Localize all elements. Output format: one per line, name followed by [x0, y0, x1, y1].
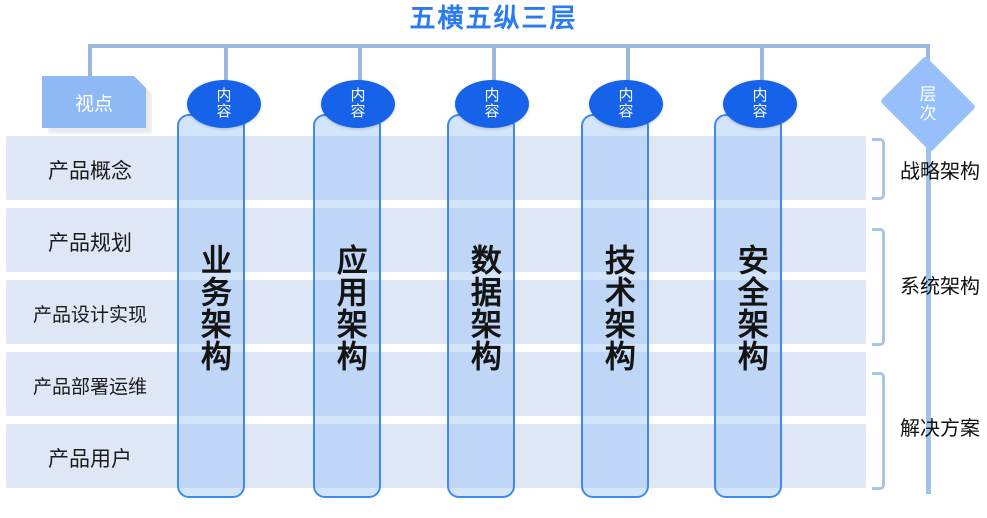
row-label-4: 产品部署运维: [32, 377, 147, 398]
row-label-2: 产品规划: [48, 232, 132, 255]
pillar-column-4[interactable]: 技术架构: [581, 114, 649, 498]
content-badge-1-line2: 容: [216, 103, 232, 120]
pillar-column-3[interactable]: 数据架构: [447, 114, 515, 498]
content-badge-4-line1: 内: [618, 87, 634, 104]
viewpoint-tag-label: 视点: [74, 93, 113, 115]
pillar-column-2[interactable]: 应用架构: [313, 114, 381, 498]
content-badge-4-line2: 容: [618, 103, 634, 120]
page-title: 五横五纵三层: [409, 3, 578, 33]
layer-axis-line: [926, 74, 931, 494]
row-band-4: [6, 352, 866, 416]
row-label-5: 产品用户: [48, 448, 132, 471]
connector-drop-col-3: [492, 44, 496, 86]
content-badge-3[interactable]: 内 容: [455, 80, 529, 128]
pillar-label-5: 安全架构: [732, 244, 768, 372]
layer-label-2: 系统架构: [900, 276, 980, 298]
row-band-5: [6, 424, 866, 488]
pillar-label-2: 应用架构: [331, 244, 367, 372]
content-badge-2-line1: 内: [350, 87, 366, 104]
row-label-3: 产品设计实现: [32, 305, 147, 326]
content-badge-2[interactable]: 内 容: [321, 80, 395, 128]
pillar-label-3: 数据架构: [465, 244, 501, 372]
connector-horizontal-bar: [88, 44, 930, 48]
content-badge-4[interactable]: 内 容: [589, 80, 663, 128]
content-badge-3-line2: 容: [484, 103, 500, 120]
row-band-2: [6, 208, 866, 272]
content-badge-5-line1: 内: [752, 87, 768, 104]
row-label-1: 产品概念: [48, 160, 132, 183]
layer-diamond-label-line1: 层: [919, 85, 937, 104]
layer-bracket-2: [872, 228, 885, 346]
content-badge-1[interactable]: 内 容: [187, 80, 261, 128]
viewpoint-tag[interactable]: 视点: [42, 76, 146, 128]
content-badge-2-line2: 容: [350, 103, 366, 120]
pillar-column-1[interactable]: 业务架构: [177, 114, 245, 498]
layer-label-1: 战略架构: [900, 161, 980, 183]
layer-bracket-1: [872, 138, 885, 200]
content-badge-5-line2: 容: [752, 103, 768, 120]
layer-diamond-label-line2: 次: [919, 104, 937, 123]
layer-bracket-3: [872, 372, 885, 490]
pillar-label-1: 业务架构: [195, 244, 231, 372]
connector-drop-col-5: [760, 44, 764, 86]
content-badge-5[interactable]: 内 容: [723, 80, 797, 128]
connector-drop-col-2: [358, 44, 362, 86]
connector-drop-col-4: [626, 44, 630, 86]
content-badge-3-line1: 内: [484, 87, 500, 104]
pillar-label-4: 技术架构: [599, 244, 635, 372]
row-band-3: [6, 280, 866, 344]
row-band-1: [6, 136, 866, 200]
layer-diamond-label: 层 次: [892, 72, 964, 136]
connector-drop-viewpoint: [88, 44, 92, 84]
content-badge-1-line1: 内: [216, 87, 232, 104]
connector-drop-col-1: [224, 44, 228, 86]
layer-label-3: 解决方案: [900, 418, 980, 440]
pillar-column-5[interactable]: 安全架构: [714, 114, 782, 498]
